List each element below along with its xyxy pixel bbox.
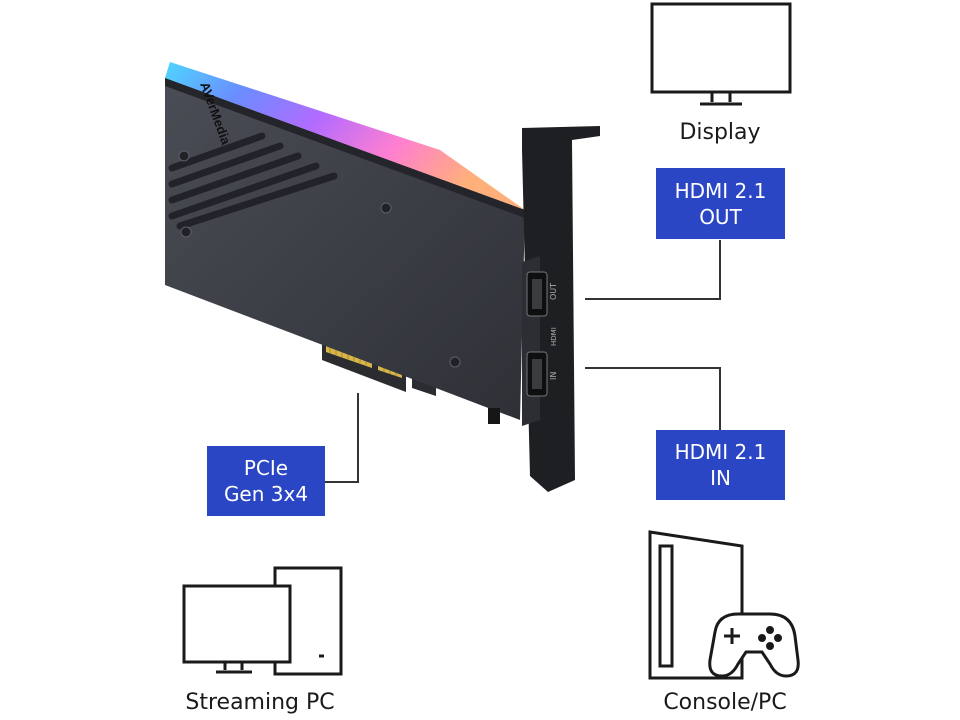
pcie-label-line2: Gen 3x4	[223, 482, 309, 506]
io-bracket: OUT HDMI IN	[488, 126, 600, 492]
monitor-icon	[650, 2, 792, 106]
port-out-label: OUT	[549, 283, 558, 300]
display-caption: Display	[679, 120, 761, 145]
hdmi-in-port	[526, 351, 548, 397]
screws	[178, 150, 461, 368]
hdmi-in-label-line1: HDMI 2.1	[674, 440, 767, 464]
hdmi-out-label-line2: OUT	[699, 204, 742, 229]
card-body	[165, 78, 525, 420]
port-middle-label: HDMI	[550, 327, 558, 346]
streaming-pc-caption: Streaming PC	[185, 690, 335, 715]
hdmi-in-label-line2: IN	[710, 466, 731, 490]
line-hdmi-out	[585, 240, 721, 300]
port-in-label: IN	[549, 372, 558, 380]
line-hdmi-in	[585, 367, 721, 430]
pcie-label: PCIe Gen 3x4	[207, 446, 325, 516]
hdmi-in-label: HDMI 2.1 IN	[656, 430, 785, 500]
connector-lines	[325, 240, 721, 483]
console-pc-caption: Console/PC	[663, 690, 787, 715]
console-gamepad-icon	[648, 530, 800, 680]
line-pcie	[325, 393, 359, 483]
hdmi-out-port	[526, 271, 548, 317]
capture-card: AVerMedia OUT HDMI IN	[165, 62, 600, 492]
hdmi-out-label: HDMI 2.1 OUT	[656, 168, 785, 239]
card-stripes	[168, 132, 338, 230]
rgb-strip	[165, 62, 525, 210]
hdmi-out-label-line1: HDMI 2.1	[674, 178, 767, 203]
pcie-label-line1: PCIe	[243, 456, 289, 480]
desktop-pc-icon	[182, 566, 343, 676]
